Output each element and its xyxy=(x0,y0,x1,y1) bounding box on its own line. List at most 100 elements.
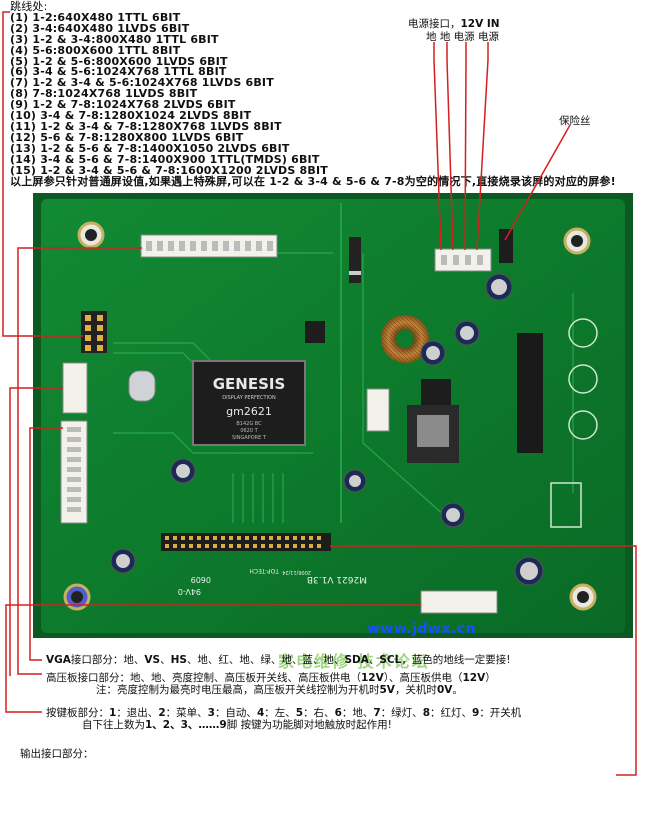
vga-text-3: ，蓝色的地线一定要接! xyxy=(401,654,511,666)
vga-sda: SDA xyxy=(344,654,369,666)
leader-power-gnd-2 xyxy=(446,42,454,251)
hv-note-pre: 注：亮度控制为最亮时电压最高，高压板开关线控制为开机时 xyxy=(96,684,380,696)
power-title: 电源接口，12V IN xyxy=(408,16,500,31)
jumper-title: 跳线处: xyxy=(10,0,48,13)
pin xyxy=(267,241,273,251)
power-connector-pins xyxy=(441,255,483,265)
jumper-item-8: (8) 7-8:1024X768 1LVDS 8BIT xyxy=(10,87,198,101)
pin xyxy=(261,536,265,540)
pin xyxy=(165,544,169,548)
leader-keypad-bottom xyxy=(5,604,421,713)
fuse-label: 保险丝 xyxy=(559,115,591,127)
right-silkscreen xyxy=(550,318,598,528)
model-silkscreen: M2621 V1.3B xyxy=(307,574,367,584)
jumper-header-pins xyxy=(85,315,103,351)
jumper-item-15: (15) 1-2 & 3-4 & 5-6 & 7-8:1600X1200 2LV… xyxy=(10,163,328,177)
pin xyxy=(317,536,321,540)
regulator-heatsink xyxy=(417,415,449,447)
pin xyxy=(85,335,91,341)
pin xyxy=(229,544,233,548)
pin xyxy=(441,255,447,265)
pin xyxy=(67,477,81,482)
pin xyxy=(97,345,103,351)
key-3-text: ：自动、 xyxy=(214,707,257,719)
pin xyxy=(301,544,305,548)
mount-hole-tl-center xyxy=(85,229,97,241)
chip-sub: DISPLAY PERFECTION xyxy=(222,395,276,401)
key-9: 9 xyxy=(472,707,480,719)
pin xyxy=(181,544,185,548)
cap-5-top xyxy=(349,475,361,487)
pcb-traces xyxy=(113,252,574,524)
jumper-note-pre: 以上屏参只针对普通屏设值,如果遇上特殊屏,可以在 xyxy=(10,174,270,188)
pin xyxy=(67,427,81,432)
pin xyxy=(85,345,91,351)
vga-description: VGA接口部分：地、VS、HS、地、红、地、绿、地、蓝、地、SDA、SCL，蓝色… xyxy=(46,652,511,667)
cap-4-top xyxy=(176,464,190,478)
pin xyxy=(221,544,225,548)
pin xyxy=(234,241,240,251)
output-header-pins xyxy=(165,536,321,548)
leader-power-vcc-2 xyxy=(476,42,489,251)
right-ic xyxy=(517,333,543,453)
leader-lines xyxy=(2,11,637,776)
pin xyxy=(67,467,81,472)
regulator-2 xyxy=(421,379,451,405)
pin xyxy=(189,544,193,548)
power-title-bold: 12V IN xyxy=(460,18,500,30)
leader-hv xyxy=(9,387,63,676)
trace-1 xyxy=(113,342,214,364)
vga-sep: 、 xyxy=(160,654,171,666)
cap-7-top xyxy=(520,562,538,580)
chip-origin: SINGAPORE T xyxy=(232,435,267,441)
watermark-url: www.jdwx.cn xyxy=(367,621,477,637)
chip-code-1: B142G BC xyxy=(236,421,262,427)
pin xyxy=(453,255,459,265)
pin xyxy=(67,497,81,502)
key-1: 1 xyxy=(109,707,117,719)
mount-hole-bl-center xyxy=(71,591,83,603)
pin xyxy=(293,544,297,548)
jumper-note: 以上屏参只针对普通屏设值,如果遇上特殊屏,可以在 1-2 & 3-4 & 5-6… xyxy=(10,174,616,188)
cap-2-top xyxy=(460,326,474,340)
code-silkscreen: 0609 xyxy=(191,575,211,584)
pin xyxy=(168,241,174,251)
silk-circle-3 xyxy=(568,410,598,440)
pin xyxy=(97,315,103,321)
vga-scl: SCL xyxy=(379,654,402,666)
trace-10 xyxy=(362,253,454,524)
output-label: 输出接口部分： xyxy=(20,748,94,760)
hv-text-2: ）、高压板供电（ xyxy=(383,672,463,684)
pcb-board-photo: GENESIS DISPLAY PERFECTION gm2621 B142G … xyxy=(33,193,633,638)
keypad-note: 自下往上数为1、2、3、……9脚 按键为功能脚对地触放时起作用! xyxy=(82,717,392,732)
pin xyxy=(157,241,163,251)
key-2: 2 xyxy=(158,707,166,719)
keys-label: 按键板部分： xyxy=(46,707,109,719)
hv-note-end: 。 xyxy=(452,684,463,696)
vga-label: VGA xyxy=(46,654,71,666)
pin xyxy=(317,544,321,548)
pin xyxy=(67,447,81,452)
vendor-silkscreen: TOP-TECH xyxy=(249,567,280,574)
key-4: 4 xyxy=(256,707,265,719)
key-8-text: ：红灯、 xyxy=(430,707,472,719)
pin xyxy=(97,325,103,331)
genesis-chip xyxy=(192,360,306,446)
key-2-text: ：菜单、 xyxy=(165,707,208,719)
leader-output xyxy=(330,545,637,776)
pin xyxy=(277,536,281,540)
pin xyxy=(165,536,169,540)
jumper-item-5: (5) 1-2 & 5-6:800X600 1LVDS 6BIT xyxy=(10,54,228,68)
chip-model: gm2621 xyxy=(226,405,272,418)
chip-code-2: 0620 T xyxy=(240,428,258,434)
pin xyxy=(197,536,201,540)
pin xyxy=(261,544,265,548)
silk-circle-1 xyxy=(568,318,598,348)
pin xyxy=(67,507,81,512)
pin xyxy=(229,536,233,540)
vga-hs: HS xyxy=(170,654,187,666)
jumper-item-6: (6) 3-4 & 5-6:1024X768 1TTL 8BIT xyxy=(10,65,227,79)
rating-silkscreen: 94V-0 xyxy=(178,587,201,596)
pin xyxy=(301,536,305,540)
jumper-item-9: (9) 1-2 & 7-8:1024X768 2LVDS 6BIT xyxy=(10,98,236,112)
